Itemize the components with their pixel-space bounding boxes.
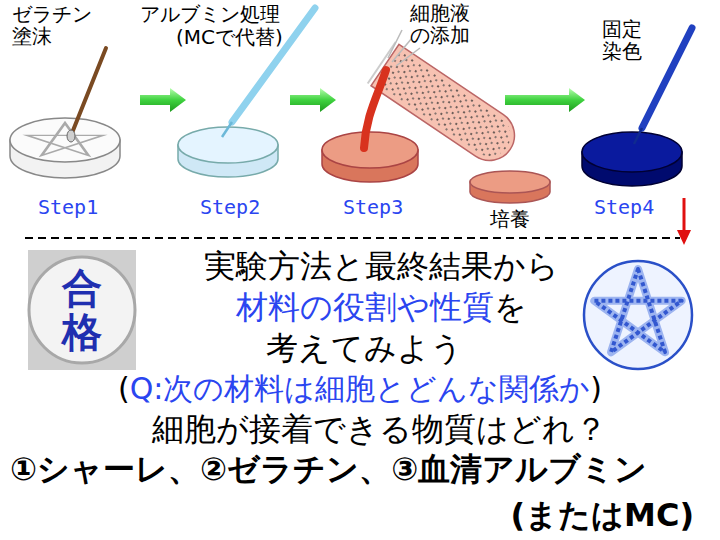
divider-line [25,237,680,239]
step-label: Step3 [343,196,403,218]
question-text: 考えてみよう [266,329,463,367]
pipette-tip [634,128,642,144]
step-label: Step4 [594,196,654,218]
petri-dish [322,132,418,182]
petri-dish [582,132,682,186]
question-text: 材料の役割や性質 [236,288,494,326]
stamp-circle: 合格 [27,255,137,365]
question-text: ) [590,371,602,406]
pipette-tip [222,122,232,137]
caption-text: ①シャーレ、②ゼラチン、③血清アルブミン [10,452,647,487]
culture-dish [470,171,550,203]
question-text: 細胞が接着できる物質はどれ？ [152,410,607,448]
text-line: 細胞が接着できる物質はどれ？ [152,411,607,448]
caption-text: ゼラチン 塗沫 [12,3,100,47]
step-arrow [290,88,336,112]
text-line: (Q:次の材料は細胞とどんな関係か) [118,372,602,407]
question-text: を [494,288,527,326]
caption-text: (MCで代替) [176,26,283,48]
caption-text: 固定 染色 [602,18,654,62]
cell-tube [368,42,524,170]
pipette [642,28,692,128]
caption-text: (またはMC) [510,498,694,533]
text-line: 材料の役割や性質を [236,289,527,326]
step-label: Step1 [38,196,98,218]
result-arrow [683,198,686,232]
stamp-text: 合格 [62,266,102,354]
caption-text: 培養 [490,208,530,230]
question-text: 実験方法と最終結果から [204,247,559,285]
result-dish [584,261,692,369]
text-line: 実験方法と最終結果から [204,248,559,285]
petri-dish [10,118,120,178]
text-line: 考えてみよう [266,330,463,367]
applicator-tip [67,130,75,142]
question-text: Q:次の材料は細胞とどんな関係か [130,371,591,406]
photo-background [28,250,136,370]
step-label: Step2 [200,196,260,218]
caption-text: 細胞液 の添加 [410,2,482,46]
applicator-stick [70,48,106,138]
step-arrow [505,88,585,112]
petri-dish [178,127,278,177]
question-text: ( [118,371,130,406]
cell-stream [364,70,386,148]
result-arrowhead [677,230,691,245]
step-arrow [140,88,186,112]
caption-text: アルブミン処理 [140,3,280,25]
